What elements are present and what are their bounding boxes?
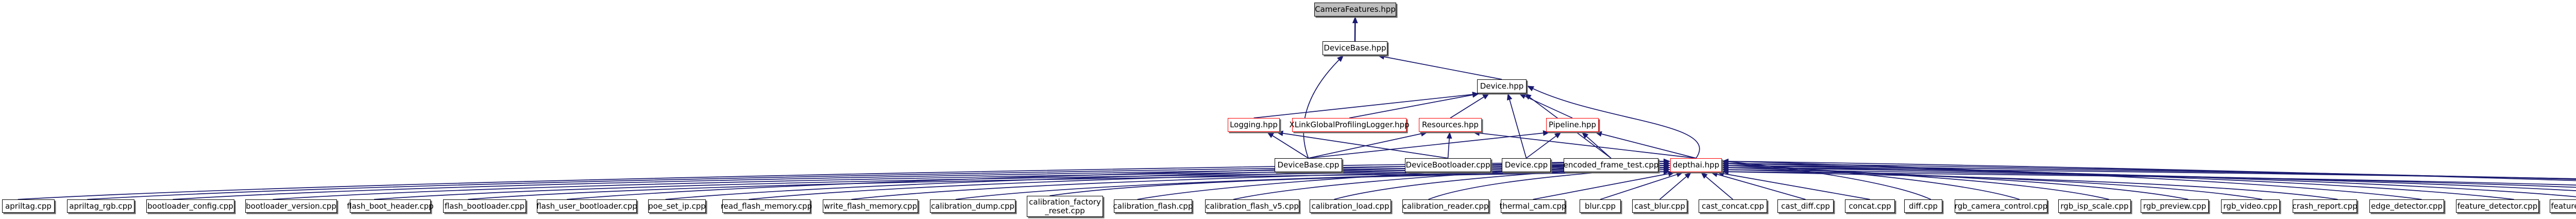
node-feature-tracker-cpp[interactable]: feature_tracker.cpp: [2550, 199, 2576, 213]
edge-devicebase-cpp-to-resources-hpp: [1308, 131, 1428, 159]
edge-calibration-factory-reset-cpp-to-depthai-hpp: [1049, 169, 1671, 196]
node-devicebase-hpp[interactable]: DeviceBase.hpp: [1323, 41, 1387, 55]
node-feature-detector-cpp[interactable]: feature_detector.cpp: [2456, 199, 2539, 213]
edge-resources-hpp-to-device-hpp: [1450, 93, 1489, 119]
node-calibration-load-cpp[interactable]: calibration_load.cpp: [1310, 199, 1391, 213]
edge-rgb-video-cpp-to-depthai-hpp: [1721, 166, 2262, 200]
node-camerafeatures-hpp[interactable]: CameraFeatures.hpp: [1314, 3, 1396, 16]
edge-devicebase-cpp-to-pipeline-hpp: [1308, 130, 1550, 159]
node-pipeline-hpp[interactable]: Pipeline.hpp: [1546, 118, 1599, 132]
node-resources-hpp[interactable]: Resources.hpp: [1419, 118, 1482, 132]
edge-devicebase-cpp-to-devicebase-hpp: [1303, 55, 1344, 159]
node-calibration-reader-cpp[interactable]: calibration_reader.cpp: [1402, 199, 1489, 213]
edge-crash-report-cpp-to-depthai-hpp: [1721, 169, 2338, 200]
node-calibration-flash-cpp[interactable]: calibration_flash.cpp: [1113, 199, 1193, 213]
node-blur-cpp[interactable]: blur.cpp: [1580, 199, 1621, 213]
edge-device-queue-event-cpp-to-depthai-hpp: [1721, 169, 2576, 186]
node-depthai-hpp[interactable]: depthai.hpp: [1670, 158, 1722, 172]
node-diff-cpp[interactable]: diff.cpp: [1904, 199, 1942, 213]
edge-xlinkglobalprofilinglogger-hpp-to-device-hpp: [1349, 92, 1480, 119]
node-rgb-preview-cpp[interactable]: rgb_preview.cpp: [2141, 199, 2209, 213]
node-calibration-flash-v5-cpp[interactable]: calibration_flash_v5.cpp: [1205, 199, 1299, 213]
edge-cast-blur-cpp-to-depthai-hpp: [1659, 172, 1691, 200]
edge-device-hpp-to-devicebase-hpp: [1377, 54, 1502, 80]
edge-concat-cpp-to-depthai-hpp: [1717, 171, 1870, 200]
node-cast-blur-cpp[interactable]: cast_blur.cpp: [1632, 199, 1687, 213]
edge-devicebootloader-cpp-to-logging-hpp: [1276, 130, 1448, 159]
edge-devicebootloader-cpp-to-resources-hpp: [1446, 131, 1452, 159]
node-flash-bootloader-cpp[interactable]: flash_bootloader.cpp: [443, 199, 526, 213]
edge-depthai-hpp-to-device-hpp: [1527, 86, 1700, 159]
node-edge-detector-cpp[interactable]: edge_detector.cpp: [2369, 199, 2444, 213]
node-flash-boot-header-cpp[interactable]: flash_boot_header.cpp: [347, 199, 434, 213]
node-write-flash-memory-cpp[interactable]: write_flash_memory.cpp: [823, 199, 918, 213]
node-cast-diff-cpp[interactable]: cast_diff.cpp: [1777, 199, 1834, 213]
edge-depthai-hpp-to-resources-hpp: [1472, 130, 1697, 159]
node-logging-hpp[interactable]: Logging.hpp: [1228, 118, 1280, 132]
edge-flash-user-bootloader-cpp-to-depthai-hpp: [567, 158, 1671, 200]
node-rgb-camera-control-cpp[interactable]: rgb_camera_control.cpp: [1955, 199, 2047, 213]
edge-bootloader-version-cpp-to-depthai-hpp: [273, 164, 1671, 200]
node-rgb-isp-scale-cpp[interactable]: rgb_isp_scale.cpp: [2058, 199, 2131, 213]
node-poe-set-ip-cpp[interactable]: poe_set_ip.cpp: [648, 199, 706, 213]
node-devicebootloader-cpp[interactable]: DeviceBootloader.cpp: [1405, 158, 1491, 172]
edge-encoded-frame-test-cpp-to-pipeline-hpp: [1581, 132, 1612, 159]
node-xlinkglobalprofilinglogger-hpp[interactable]: XLinkGlobalProfilingLogger.hpp: [1289, 118, 1410, 132]
node-device-hpp[interactable]: Device.hpp: [1477, 79, 1527, 93]
node-rgb-video-cpp[interactable]: rgb_video.cpp: [2221, 199, 2280, 213]
node-calibration-factory-reset-cpp[interactable]: calibration_factory _reset.cpp: [1027, 196, 1103, 217]
node-flash-user-bootloader-cpp[interactable]: flash_user_bootloader.cpp: [536, 199, 637, 213]
node-cast-concat-cpp[interactable]: cast_concat.cpp: [1699, 199, 1767, 213]
edge-depthai-hpp-to-pipeline-hpp: [1595, 131, 1697, 159]
node-apriltag-cpp[interactable]: apriltag.cpp: [2, 199, 55, 213]
edge-device-cpp-to-pipeline-hpp: [1526, 132, 1562, 159]
node-concat-cpp[interactable]: concat.cpp: [1845, 199, 1895, 213]
edge-blur-cpp-to-depthai-hpp: [1600, 172, 1683, 200]
edge-pipeline-hpp-to-device-hpp: [1519, 93, 1573, 119]
node-apriltag-rgb-cpp[interactable]: apriltag_rgb.cpp: [67, 199, 134, 213]
node-encoded-frame-test-cpp[interactable]: encoded_frame_test.cpp: [1564, 158, 1658, 172]
node-read-flash-memory-cpp[interactable]: read_flash_memory.cpp: [721, 199, 812, 213]
edge-logging-hpp-to-device-hpp: [1253, 91, 1480, 119]
node-device-cpp[interactable]: Device.cpp: [1502, 158, 1551, 172]
node-crash-report-cpp[interactable]: crash_report.cpp: [2292, 199, 2358, 213]
edge-cast-concat-cpp-to-depthai-hpp: [1701, 172, 1734, 200]
edge-thermal-cam-cpp-to-depthai-hpp: [1533, 171, 1675, 200]
node-bootloader-config-cpp[interactable]: bootloader_config.cpp: [146, 199, 234, 213]
node-thermal-cam-cpp[interactable]: thermal_cam.cpp: [1499, 199, 1567, 213]
node-bootloader-version-cpp[interactable]: bootloader_version.cpp: [245, 199, 337, 213]
node-calibration-dump-cpp[interactable]: calibration_dump.cpp: [930, 199, 1015, 213]
edge-depth-align-cpp-to-depthai-hpp: [1721, 162, 2576, 179]
edge-image-align-cpp-to-depthai-hpp: [1721, 164, 2576, 179]
edge-device-cpp-to-device-hpp: [1506, 93, 1527, 159]
node-devicebase-cpp[interactable]: DeviceBase.cpp: [1275, 158, 1342, 172]
edge-cast-diff-cpp-to-depthai-hpp: [1710, 172, 1806, 200]
edge-devicebase-cpp-to-logging-hpp: [1267, 132, 1309, 159]
